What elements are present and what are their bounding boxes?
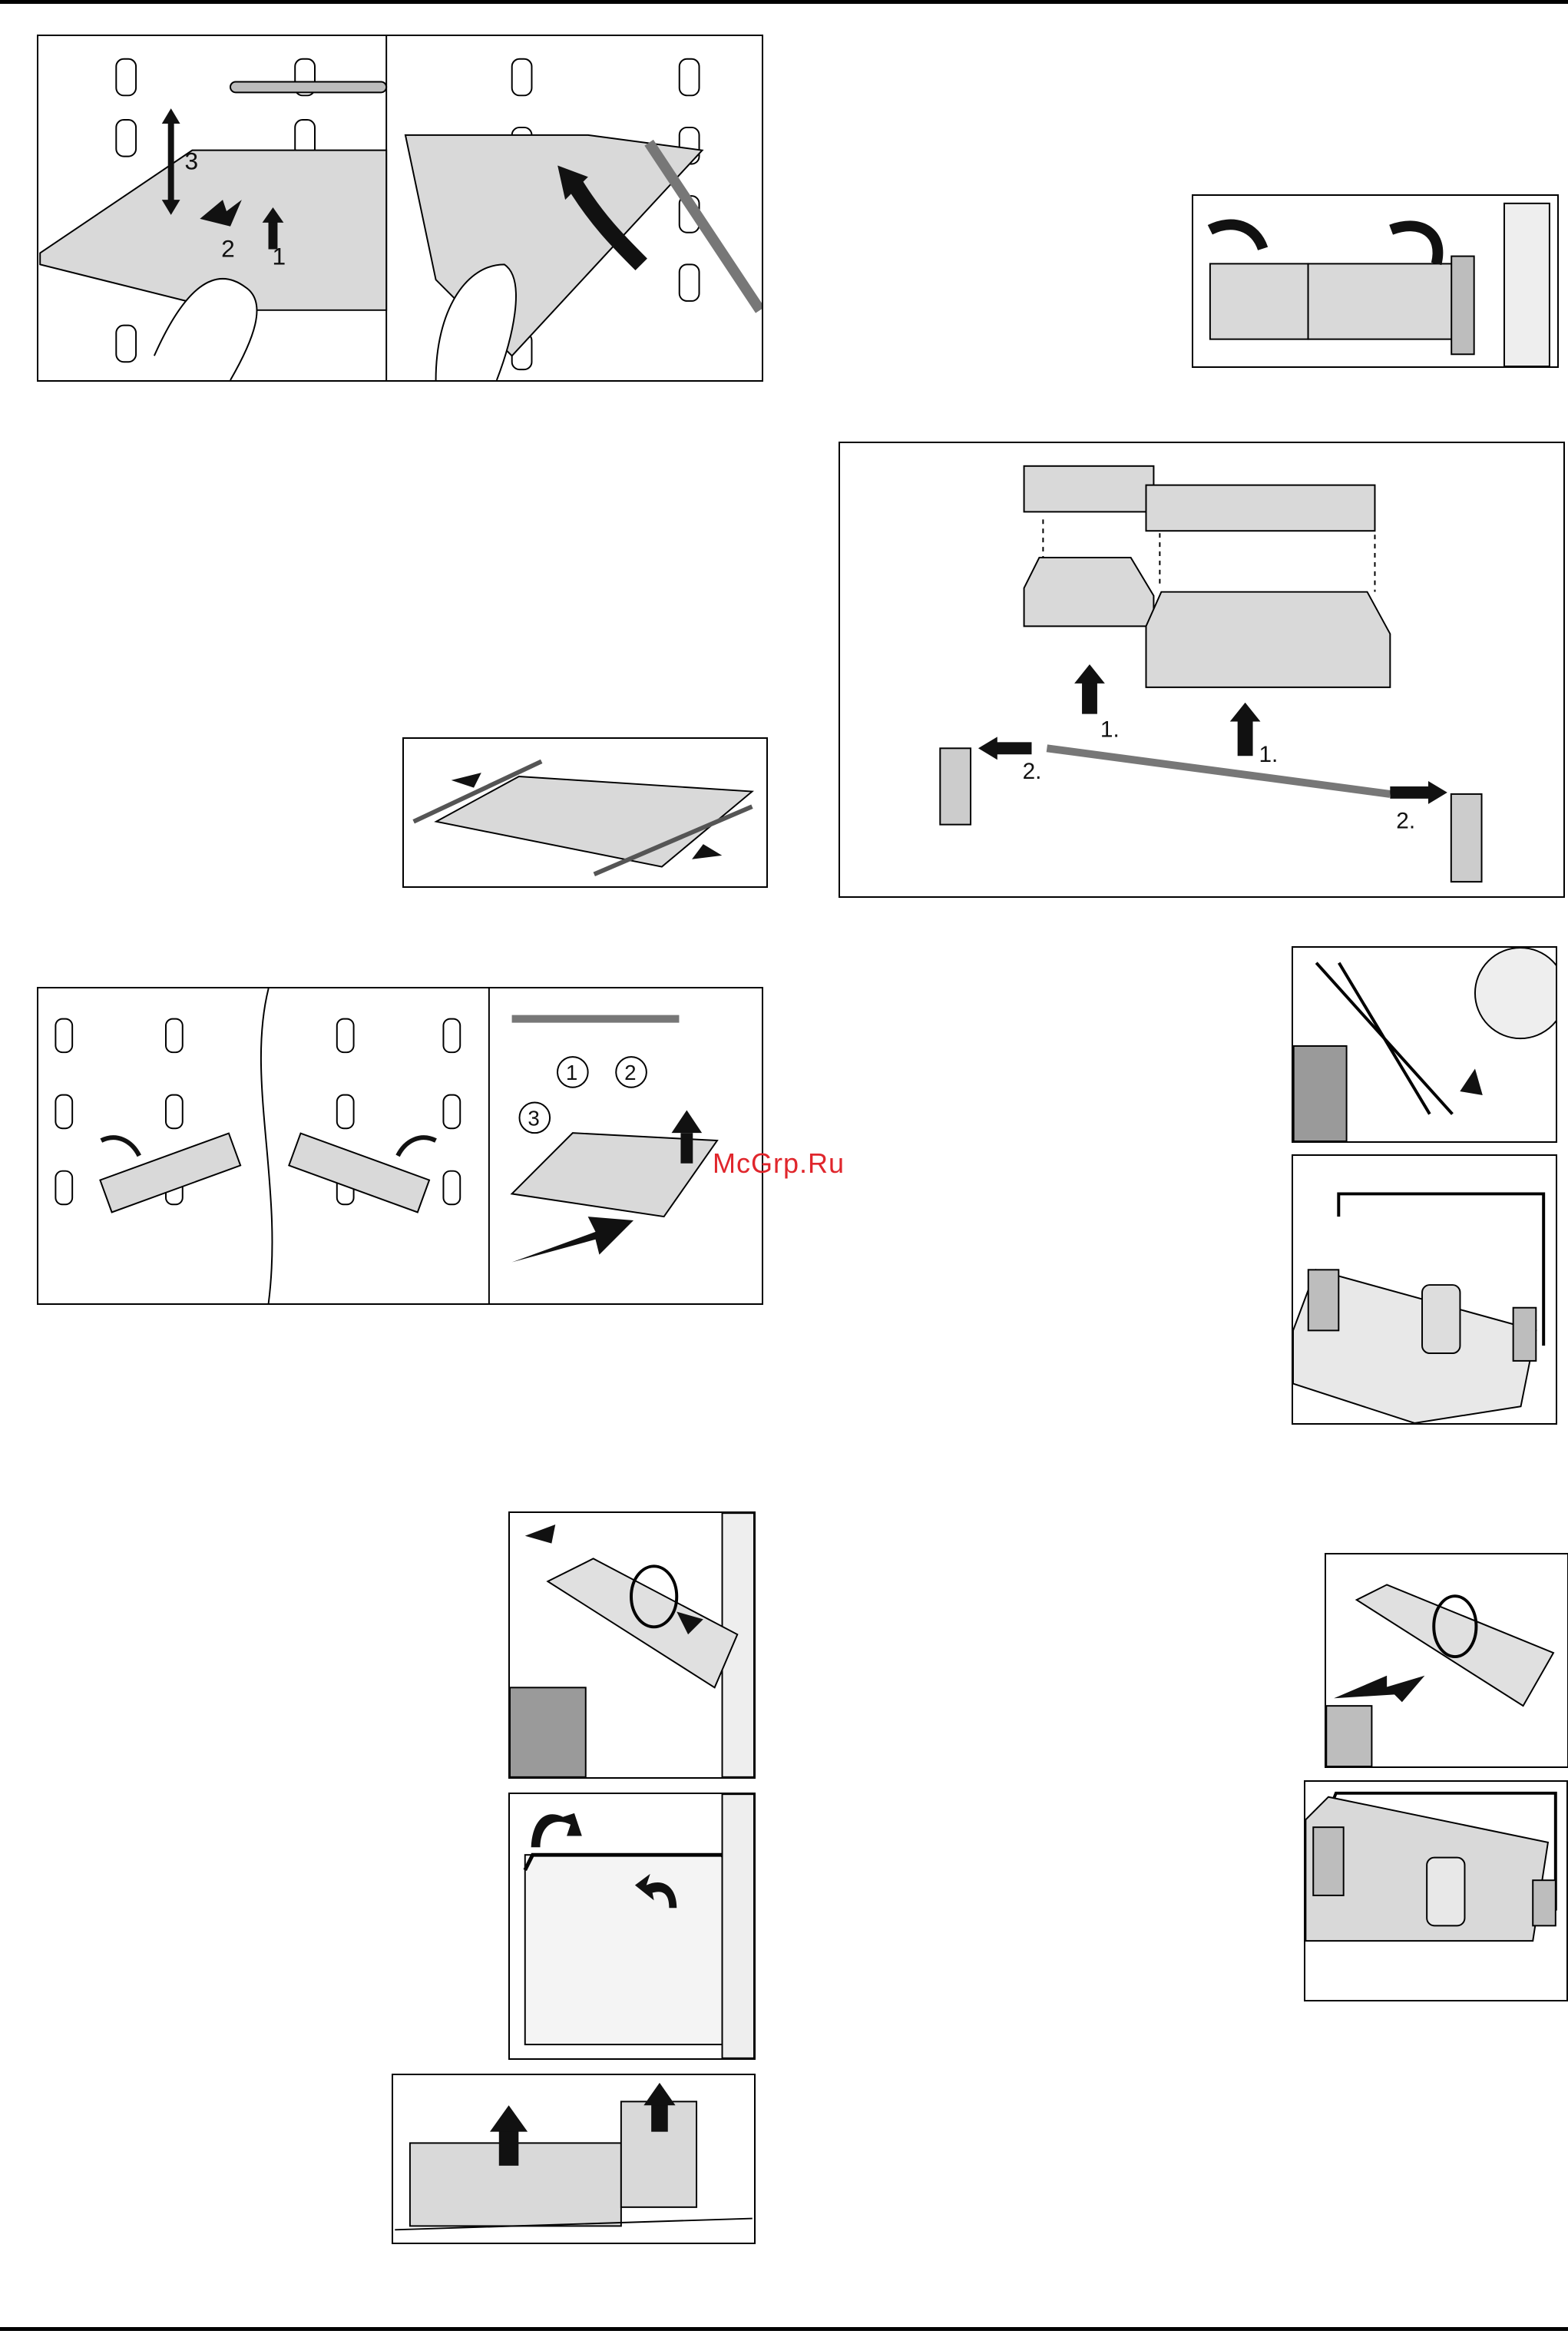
figure-drawer-pull bbox=[1325, 1553, 1568, 1768]
figure-door-shelf-left bbox=[508, 1511, 756, 1779]
door-shelf-left-illustration bbox=[510, 1513, 754, 1777]
figure-door-balcony bbox=[508, 1793, 756, 2060]
step-label-1: 1 bbox=[272, 242, 286, 270]
drawer-flap-illustration bbox=[1293, 948, 1556, 1141]
figure-boxes-lift bbox=[392, 2074, 756, 2244]
drawer-pull-illustration bbox=[1326, 1554, 1567, 1766]
figure-shelf-removal: 3 2 1 bbox=[37, 35, 763, 382]
part-label-2: 2 bbox=[624, 1061, 636, 1084]
step-label-lift-left: 1. bbox=[1100, 717, 1120, 742]
drawer-dividers-bottom-illustration bbox=[1305, 1782, 1566, 2000]
figure-drawer-dividers bbox=[1292, 1154, 1557, 1425]
shelf-strips-illustration bbox=[404, 739, 766, 886]
figure-shelf-stops: 1 2 3 bbox=[37, 987, 763, 1305]
figure-door-rack-exploded: 1. 1. 2. 2. bbox=[839, 442, 1565, 898]
step-label-3: 3 bbox=[185, 147, 199, 174]
step-label-2: 2 bbox=[221, 234, 235, 262]
bottom-rule bbox=[0, 2327, 1568, 2331]
door-balcony-illustration bbox=[510, 1794, 754, 2058]
drawer-dividers-illustration bbox=[1293, 1156, 1556, 1423]
figure-door-bins-top bbox=[1192, 194, 1559, 368]
part-label-3: 3 bbox=[528, 1106, 539, 1130]
step-label-lift-right: 1. bbox=[1259, 742, 1278, 767]
part-label-1: 1 bbox=[566, 1061, 577, 1084]
door-bins-top-illustration bbox=[1193, 196, 1557, 366]
figure-drawer-flap bbox=[1292, 946, 1557, 1143]
shelf-removal-illustration: 3 2 1 bbox=[38, 36, 762, 380]
watermark: McGrp.Ru bbox=[713, 1147, 845, 1180]
figure-shelf-strips bbox=[402, 737, 768, 888]
door-rack-illustration: 1. 1. 2. 2. bbox=[840, 443, 1563, 896]
top-rule bbox=[0, 0, 1568, 4]
boxes-lift-illustration bbox=[393, 2075, 754, 2243]
step-label-slide-left: 2. bbox=[1023, 759, 1042, 784]
step-label-slide-right: 2. bbox=[1396, 809, 1415, 834]
figure-drawer-dividers-bottom bbox=[1304, 1780, 1568, 2001]
shelf-stops-illustration: 1 2 3 bbox=[38, 988, 762, 1303]
